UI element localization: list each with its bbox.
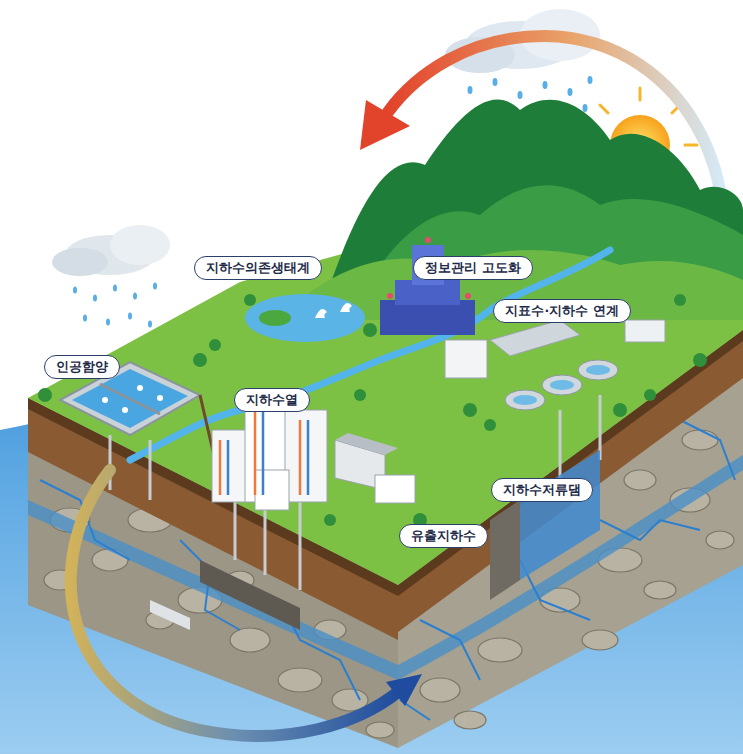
water-treatment bbox=[445, 320, 665, 410]
clarifier-water bbox=[550, 380, 574, 390]
basin-divider bbox=[100, 384, 160, 414]
river bbox=[130, 250, 610, 460]
clarifier bbox=[578, 360, 618, 380]
label-text: 인공함양 bbox=[56, 359, 108, 375]
label-pill: 인공함양 bbox=[44, 355, 120, 379]
geothermal-buildings bbox=[212, 398, 415, 510]
ground-block bbox=[28, 205, 743, 748]
label-pill: 유출지하수 bbox=[399, 524, 488, 548]
dam-wall bbox=[490, 500, 520, 600]
pond-island bbox=[259, 310, 291, 326]
label-text: 정보관리 고도화 bbox=[425, 260, 520, 276]
arrowhead bbox=[360, 100, 410, 150]
clarifier-water bbox=[513, 395, 537, 405]
underground-tunnel bbox=[150, 560, 300, 630]
label-text: 지하수의존생태계 bbox=[206, 260, 310, 276]
building bbox=[212, 430, 250, 502]
wetland-pond bbox=[245, 294, 365, 342]
swan bbox=[315, 309, 327, 318]
pump-house bbox=[625, 320, 665, 342]
trees bbox=[38, 294, 707, 527]
info-center bbox=[380, 237, 475, 335]
building bbox=[375, 475, 415, 503]
cloud bbox=[52, 248, 108, 276]
clarifier bbox=[505, 390, 545, 410]
cloud bbox=[110, 225, 170, 265]
label-pill: 지하수저류댐 bbox=[491, 478, 593, 502]
groundwater-dam bbox=[490, 450, 600, 600]
building bbox=[255, 470, 289, 510]
label-text: 유출지하수 bbox=[411, 528, 476, 544]
raindrops bbox=[73, 283, 157, 328]
wells bbox=[110, 395, 600, 590]
arc bbox=[71, 470, 398, 736]
water-cycle-arrow-bottom bbox=[71, 470, 422, 736]
mountains bbox=[300, 100, 743, 320]
swan bbox=[340, 303, 352, 312]
rain-cloud-left bbox=[52, 225, 170, 328]
heat-pipes bbox=[220, 410, 308, 495]
label-text: 지하수저류댐 bbox=[503, 482, 581, 498]
rock-face-left bbox=[28, 398, 398, 748]
clarifier-water bbox=[586, 365, 610, 375]
roof bbox=[335, 433, 398, 455]
label-pill: 지하수열 bbox=[234, 388, 310, 412]
aerators bbox=[102, 385, 163, 413]
label-text: 지표수·지하수 연계 bbox=[505, 303, 618, 319]
building-base bbox=[380, 300, 475, 335]
clarifier bbox=[542, 375, 582, 395]
stored-groundwater bbox=[520, 450, 600, 580]
hill-front bbox=[300, 250, 743, 320]
label-pill: 지하수의존생태계 bbox=[194, 256, 322, 280]
tunnel bbox=[200, 560, 300, 630]
plant-building bbox=[445, 340, 487, 378]
settling-tank bbox=[490, 320, 580, 356]
label-pill: 정보관리 고도화 bbox=[413, 256, 532, 280]
label-pill: 지표수·지하수 연계 bbox=[493, 299, 630, 323]
label-text: 지하수열 bbox=[246, 392, 298, 408]
building bbox=[285, 410, 327, 502]
train bbox=[150, 600, 190, 630]
pond bbox=[245, 294, 365, 342]
arrowhead bbox=[386, 674, 422, 706]
